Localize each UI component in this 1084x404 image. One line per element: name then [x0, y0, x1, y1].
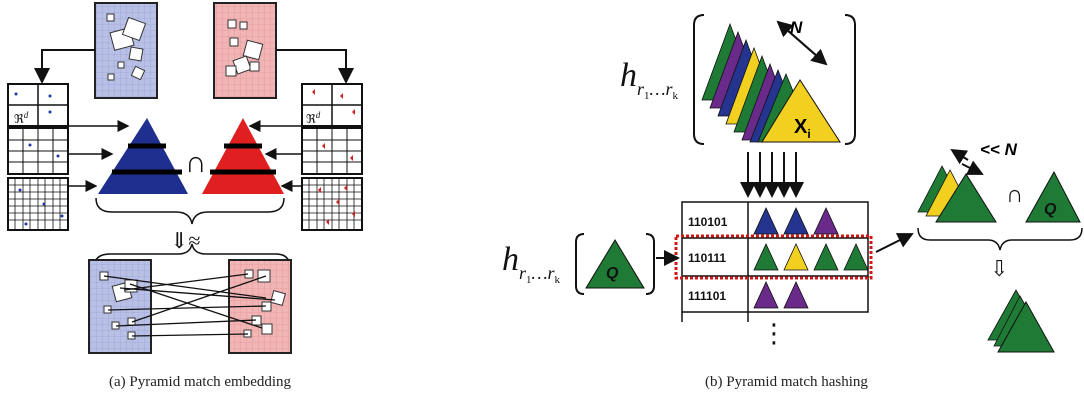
hash-label-query: hr1…rk	[502, 241, 561, 286]
brace-b	[917, 227, 1083, 251]
hash-table	[674, 201, 873, 322]
bucket-item-triangle	[783, 281, 809, 309]
red-pyramid	[202, 118, 284, 194]
hash-down-arrows	[740, 152, 804, 198]
query-triangle-right	[1025, 170, 1081, 223]
bucket-item-triangle	[753, 281, 779, 309]
table-continuation-dots: ⋮	[761, 319, 787, 349]
left-histogram-grids	[7, 83, 69, 231]
triangle-stack-xi	[701, 22, 841, 143]
matching-images	[88, 259, 292, 354]
bucket-item-triangle	[783, 243, 809, 271]
red-point-set-image	[213, 2, 277, 99]
panel-b: hr1…rk 110101 110111 111101 ⋮ Q hr1…rk	[502, 14, 1083, 353]
intersection-symbol-a: ∩	[185, 146, 207, 179]
retrieved-triangle-stack	[917, 165, 997, 223]
right-histogram-grids	[301, 83, 363, 231]
bucket-item-triangle	[813, 207, 839, 235]
query-triangle	[585, 239, 645, 289]
bucket-item-triangle	[843, 243, 869, 271]
bucket-code: 110101	[688, 215, 728, 229]
brace-a-lower	[93, 243, 291, 269]
query-label-right: Q	[1044, 201, 1057, 218]
bracket-left	[693, 14, 705, 145]
bucket-code: 110111	[688, 251, 726, 265]
bucket-item-triangle	[753, 207, 779, 235]
blue-point-set-image	[94, 2, 158, 99]
caption-b: (b) Pyramid match hashing	[705, 374, 868, 390]
blue-pyramid	[98, 118, 188, 194]
query-bracket-left	[575, 233, 585, 295]
bucket-code: 111101	[688, 289, 726, 303]
much-less-than-n-label: << N	[980, 140, 1017, 159]
bracket-right	[844, 14, 856, 145]
x-i-label: Xi	[794, 116, 811, 141]
bucket-item-triangle	[753, 243, 779, 271]
result-triangle-stack	[987, 289, 1055, 353]
hash-label-top: hr1…rk	[620, 57, 679, 102]
bucket-item-triangle	[783, 207, 809, 235]
down-arrow-symbol: ⇩	[990, 256, 1008, 281]
approx-symbol: ⇓≈	[170, 228, 201, 253]
panel-a: ℜd ℜ	[7, 2, 363, 354]
query-bracket-right	[645, 233, 655, 295]
caption-a: (a) Pyramid match embedding	[109, 374, 292, 390]
query-label: Q	[606, 265, 619, 282]
bucket-item-triangle	[813, 243, 839, 271]
intersection-symbol-b: ∩	[1006, 182, 1023, 208]
brace-a	[95, 197, 285, 225]
n-label: N	[790, 18, 803, 37]
